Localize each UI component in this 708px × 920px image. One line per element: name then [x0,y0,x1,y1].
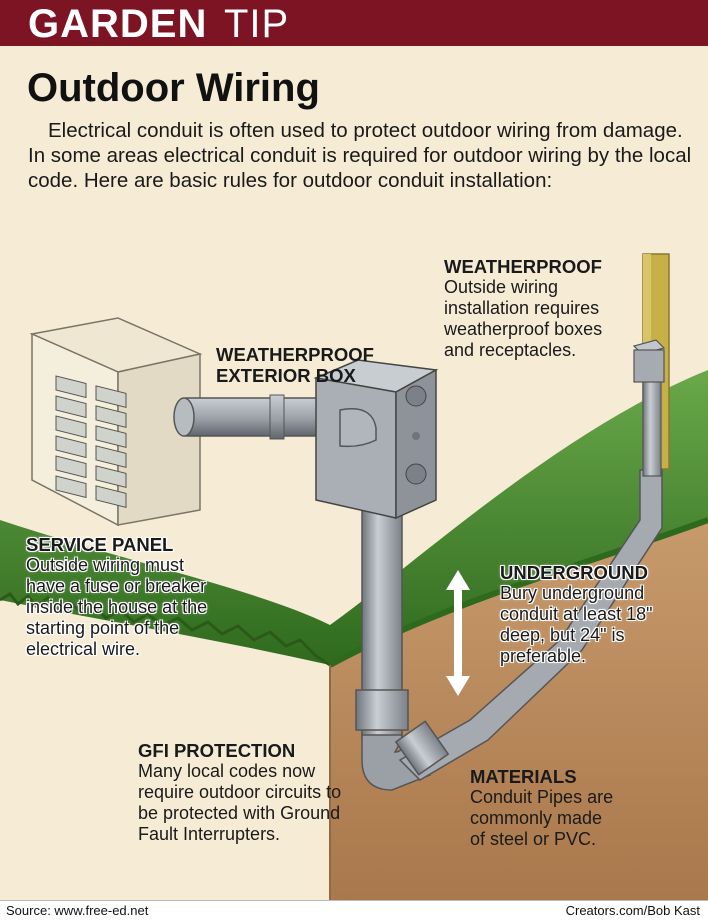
label-service-panel: SERVICE PANEL Outside wiring must have a… [26,534,208,659]
service-panel [29,317,203,527]
conduit-coupling [355,689,409,731]
box-elbow [339,408,377,448]
lawn [0,370,708,665]
receptacle-box [632,339,666,383]
elbow-coupling [394,720,450,776]
label-materials: MATERIALS Conduit Pipes are commonly mad… [470,766,614,849]
label-underground: UNDERGROUND Bury underground conduit at … [500,562,653,666]
conduit-post [642,375,662,477]
label-weatherproof: WEATHERPROOF Outside wiring installation… [444,256,603,360]
label-materials-heading: MATERIALS [470,766,577,787]
header-garden: GARDEN [28,2,208,46]
wiring-illustration [0,253,708,900]
artist-credit: Creators.com/Bob Kast [565,903,700,918]
label-gfi-heading: GFI PROTECTION [138,740,296,761]
intro-paragraph: Electrical conduit is often used to prot… [28,119,692,192]
grass-edge [0,592,331,667]
depth-arrow [446,570,470,696]
label-gfi: GFI PROTECTION Many local codes now requ… [138,740,342,844]
label-weatherproof-heading: WEATHERPROOF [444,256,602,277]
label-underground-heading: UNDERGROUND [500,562,648,583]
footer: Source: www.free-ed.net Creators.com/Bob… [0,900,708,920]
label-exterior-box: WEATHERPROOF EXTERIOR BOX [216,344,374,386]
source-credit: Source: www.free-ed.net [6,903,149,918]
page-title: Outdoor Wiring [27,66,320,110]
header-tip: TIP [224,2,290,46]
label-service-panel-heading: SERVICE PANEL [26,534,174,555]
exterior-box [313,359,439,520]
header-banner: GARDEN TIP [0,0,708,46]
